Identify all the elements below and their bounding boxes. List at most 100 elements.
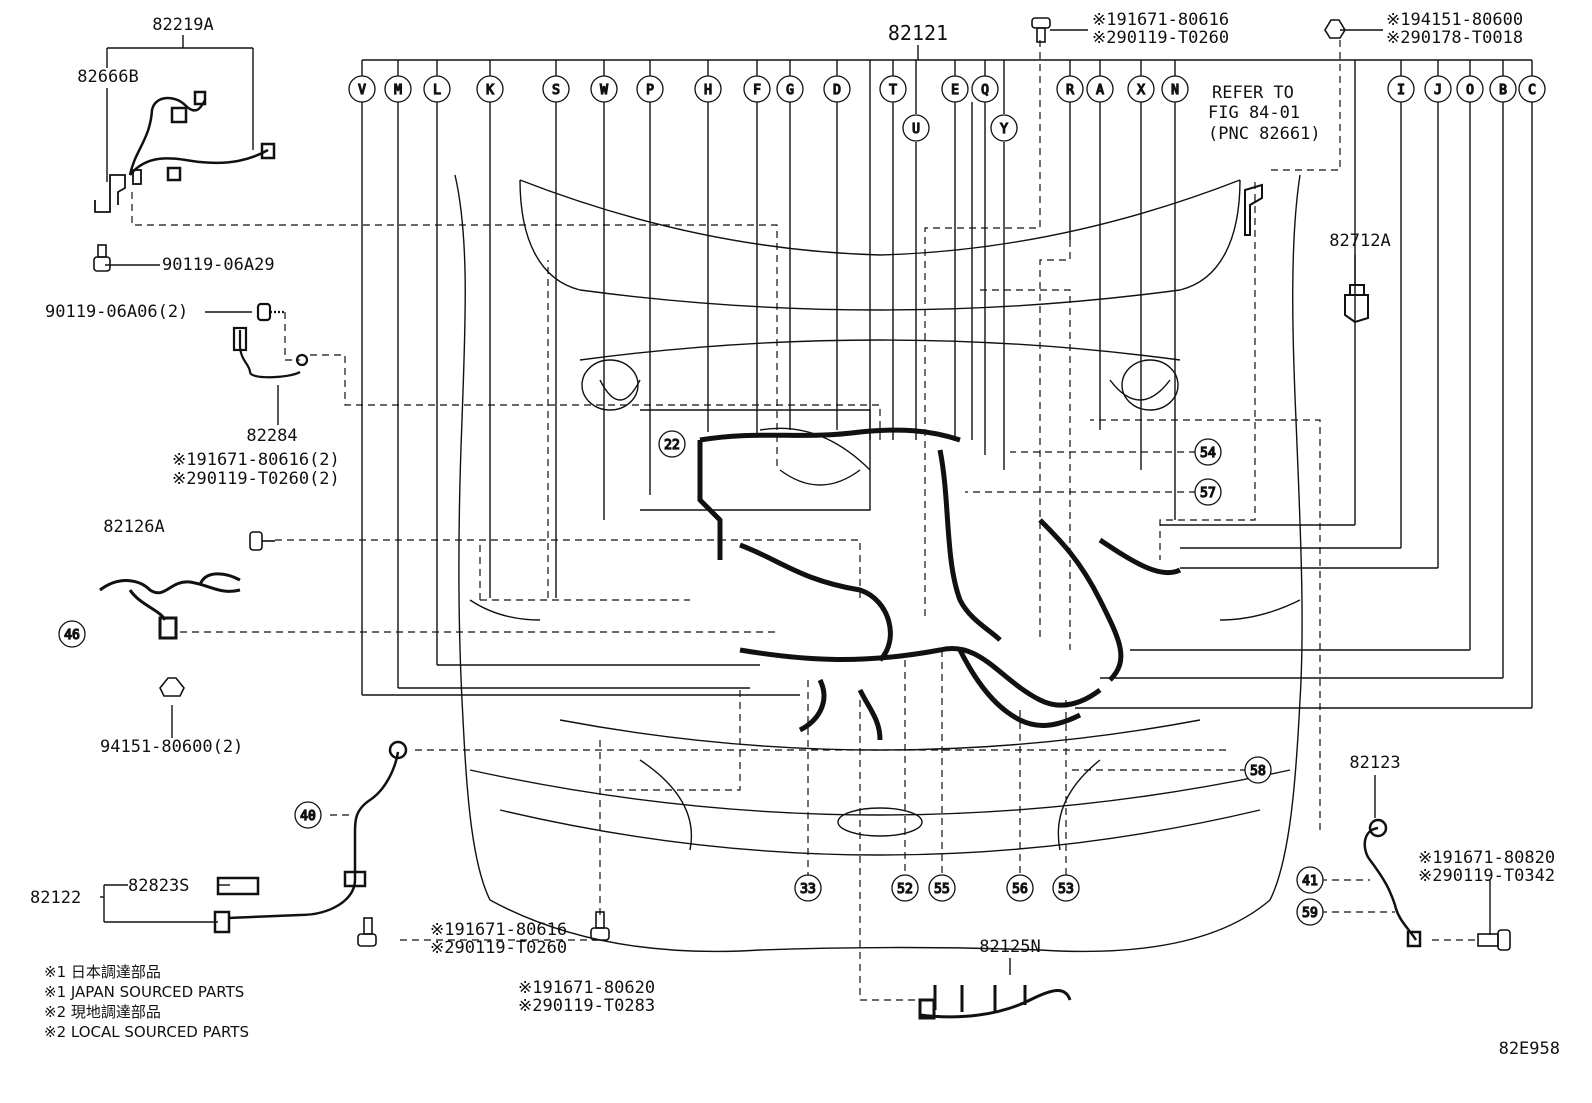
svg-text:H: H	[704, 83, 712, 98]
svg-text:56: 56	[1012, 882, 1028, 897]
legend-line1: ※1 日本調達部品	[44, 963, 161, 981]
numbered-callouts: 22 54 57 46 58 40 33 52 55 56 53 41 59	[58, 430, 1324, 926]
refer-line3: (PNC 82661)	[1208, 124, 1321, 144]
label-82712A: 82712A	[1329, 231, 1390, 251]
bracket-82666B-sketch	[94, 169, 142, 213]
svg-text:F: F	[753, 83, 761, 98]
callout-54: 54	[1194, 438, 1222, 466]
label-top-bolt2a: ※194151-80600	[1386, 10, 1523, 30]
connector-I: I	[1387, 75, 1415, 103]
label-90119-06A29: 90119-06A29	[162, 255, 275, 275]
label-82126A: 82126A	[103, 517, 164, 537]
svg-text:A: A	[1096, 83, 1104, 98]
label-top-bolt1a: ※191671-80616	[1092, 10, 1229, 30]
clip-94151	[159, 677, 185, 697]
svg-text:N: N	[1171, 83, 1179, 98]
connector-C: C	[1518, 75, 1546, 103]
legend-line3: ※2 現地調達部品	[44, 1003, 161, 1021]
part-82122-sketch	[213, 740, 408, 934]
label-82123-bolt2: ※290119-T0342	[1418, 866, 1555, 886]
main-harness-body	[697, 427, 1182, 741]
part-82123-sketch	[1363, 818, 1422, 948]
connector-K: K	[476, 75, 504, 103]
callout-40: 40	[294, 801, 322, 829]
dashed-routing	[131, 40, 1475, 1001]
svg-text:58: 58	[1250, 764, 1266, 779]
svg-text:W: W	[600, 83, 608, 98]
connector-leaders	[100, 29, 1533, 975]
label-82122-bolt1: ※191671-80616	[430, 920, 567, 940]
svg-text:55: 55	[934, 882, 950, 897]
bolt-82284	[249, 531, 275, 551]
label-top-bolt2b: ※290178-T0018	[1386, 28, 1523, 48]
svg-text:40: 40	[300, 809, 316, 824]
callout-41: 41	[1296, 866, 1324, 894]
svg-text:R: R	[1066, 83, 1074, 98]
svg-text:V: V	[358, 83, 366, 98]
top-bolt-1	[1031, 17, 1051, 43]
callout-53: 53	[1052, 874, 1080, 902]
label-mid-bolt1: ※191671-80620	[518, 978, 655, 998]
svg-text:46: 46	[64, 628, 80, 643]
label-82123: 82123	[1349, 753, 1400, 773]
callout-33: 33	[794, 874, 822, 902]
connector-E: E	[941, 75, 969, 103]
callout-56: 56	[1006, 874, 1034, 902]
connector-S: S	[542, 75, 570, 103]
connector-X: X	[1127, 75, 1155, 103]
svg-text:33: 33	[800, 882, 816, 897]
svg-text:K: K	[486, 83, 494, 98]
legend-line4: ※2 LOCAL SOURCED PARTS	[44, 1023, 249, 1041]
legend-line2: ※1 JAPAN SOURCED PARTS	[44, 983, 244, 1001]
svg-text:57: 57	[1200, 486, 1216, 501]
label-82284-bolt2: ※290119-T0260(2)	[172, 469, 340, 489]
connector-B: B	[1489, 75, 1517, 103]
connector-G: G	[776, 75, 804, 103]
connector-W: W	[590, 75, 618, 103]
connector-A: A	[1086, 75, 1114, 103]
label-82121: 82121	[888, 21, 948, 45]
bracket-82661-sketch	[1244, 183, 1263, 236]
svg-text:E: E	[951, 83, 959, 98]
connector-O: O	[1456, 75, 1484, 103]
svg-text:59: 59	[1302, 906, 1318, 921]
label-82823S: 82823S	[128, 876, 189, 896]
callout-57: 57	[1194, 478, 1222, 506]
bolt-mid	[590, 911, 610, 941]
svg-text:S: S	[552, 83, 560, 98]
label-mid-bolt2: ※290119-T0283	[518, 996, 655, 1016]
top-bolt-2	[1324, 19, 1346, 39]
label-90119-06A06: 90119-06A06(2)	[45, 302, 188, 322]
bolt-90119-06A29	[93, 244, 111, 272]
svg-text:D: D	[833, 83, 841, 98]
sourcing-legend: ※1 日本調達部品 ※1 JAPAN SOURCED PARTS ※2 現地調達…	[44, 963, 249, 1041]
svg-text:Y: Y	[1000, 122, 1008, 137]
connector-U: U	[902, 114, 930, 142]
connector-H: H	[694, 75, 722, 103]
refer-line1: REFER TO	[1212, 83, 1294, 103]
svg-text:C: C	[1528, 83, 1536, 98]
callout-59: 59	[1296, 898, 1324, 926]
svg-text:T: T	[889, 83, 897, 98]
label-94151: 94151-80600(2)	[100, 737, 243, 757]
connector-Y: Y	[990, 114, 1018, 142]
svg-text:41: 41	[1302, 874, 1318, 889]
connector-P: P	[636, 75, 664, 103]
connector-V: V	[348, 75, 376, 103]
part-82219A-sketch	[128, 90, 276, 182]
engine-bay-outline	[454, 174, 1303, 953]
part-82126A-sketch	[99, 572, 241, 640]
diagram-code: 82E958	[1499, 1039, 1560, 1059]
part-labels: 82121 82219A 82666B 90119-06A29 90119-06…	[30, 10, 1555, 1016]
callout-52: 52	[891, 874, 919, 902]
part-82284-sketch	[232, 302, 309, 379]
svg-text:L: L	[433, 83, 441, 98]
connector-F: F	[743, 75, 771, 103]
svg-text:53: 53	[1058, 882, 1074, 897]
label-82123-bolt1: ※191671-80820	[1418, 848, 1555, 868]
svg-text:M: M	[394, 83, 402, 98]
svg-text:J: J	[1434, 83, 1442, 98]
label-82666B: 82666B	[77, 67, 138, 87]
